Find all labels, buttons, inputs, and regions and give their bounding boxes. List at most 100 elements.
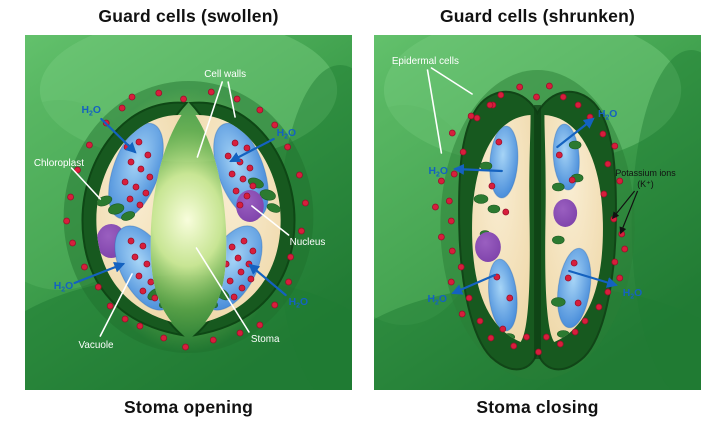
potassium-ion-dot — [67, 193, 74, 201]
potassium-ion-dot — [240, 237, 248, 245]
potassium-ion-dot — [74, 166, 81, 174]
potassium-ions-label-2: (K⁺) — [637, 179, 654, 189]
chloroplast — [552, 182, 565, 192]
guard-cell-right-contents — [551, 123, 592, 338]
potassium-ion-dot — [535, 348, 542, 356]
potassium-ion-dot — [237, 268, 245, 276]
stoma-label: Stoma — [251, 334, 280, 345]
potassium-ion-dot — [126, 195, 134, 203]
water-arrow-out — [453, 163, 503, 175]
potassium-ion-dot — [231, 139, 239, 147]
h2o-label: H2O — [429, 166, 448, 179]
potassium-arrow — [619, 190, 639, 235]
potassium-ion-dot — [438, 233, 445, 241]
right-panel-title: Guard cells (shrunken) — [439, 6, 635, 26]
potassium-ion-dot — [570, 259, 578, 267]
potassium-ion-dot — [143, 260, 151, 268]
potassium-ion-dot — [144, 151, 152, 159]
potassium-ion-dot — [559, 93, 567, 101]
potassium-ion-dot — [465, 294, 473, 302]
potassium-ion-dot — [495, 138, 503, 146]
potassium-ion-dot — [147, 278, 155, 286]
potassium-ion-dot — [127, 158, 135, 166]
potassium-ion-dot — [445, 197, 453, 205]
potassium-ion-dot — [136, 322, 144, 330]
left-panel-diagram: Cell walls Chloroplast Nucleus Vacuole S… — [25, 35, 352, 390]
leader-line — [99, 273, 133, 337]
potassium-ion-dot — [207, 88, 215, 96]
potassium-ion-dot — [135, 138, 143, 146]
vacuole-label: Vacuole — [79, 340, 114, 351]
potassium-ion-dot — [249, 182, 257, 190]
potassium-ion-dot — [487, 334, 495, 342]
right-panel-diagram: Epidermal cells Potassium ions (K⁺) H2O … — [374, 35, 701, 390]
potassium-ion-dot — [296, 171, 303, 179]
chloroplast — [473, 194, 489, 204]
water-arrow-in — [229, 137, 275, 163]
water-arrow-out — [568, 269, 618, 288]
potassium-ion-dot — [224, 152, 232, 160]
potassium-ion-dot — [234, 254, 242, 262]
potassium-ion-dot — [246, 164, 254, 172]
potassium-ion-dot — [486, 101, 494, 109]
vacuole — [552, 123, 580, 191]
chloroplast — [259, 189, 276, 201]
potassium-ion-dot — [127, 237, 135, 245]
potassium-ion-dot — [118, 104, 126, 112]
potassium-ion-dot — [136, 201, 144, 209]
potassium-ion-dot — [459, 148, 467, 156]
potassium-ion-dot — [571, 328, 579, 336]
water-arrow-out — [556, 117, 595, 149]
potassium-ion-dot — [236, 329, 244, 337]
epidermal-cell-blob — [278, 65, 352, 390]
potassium-ion-dot — [621, 245, 629, 253]
potassium-ion-dot — [604, 288, 612, 296]
leader-line — [426, 69, 443, 154]
potassium-ions-label: Potassium ions — [615, 168, 676, 178]
potassium-ion-dot — [271, 301, 279, 309]
potassium-ion-dot — [604, 160, 612, 168]
potassium-ion-dot — [457, 263, 465, 271]
left-panel-caption: Stoma opening — [124, 397, 253, 417]
potassium-ion-dot — [523, 333, 530, 341]
potassium-ion-dot — [458, 310, 466, 318]
water-arrow-in — [73, 262, 126, 285]
potassium-ion-dot — [287, 253, 294, 261]
h2o-label: H2O — [277, 128, 296, 141]
potassium-ion-dot — [599, 130, 607, 138]
potassium-ion-dot — [233, 95, 241, 103]
guard-cell-left-contents — [473, 125, 519, 341]
potassium-ion-dot — [106, 302, 114, 310]
potassium-ion-dot — [256, 321, 264, 329]
h2o-label: H2O — [289, 297, 308, 310]
potassium-ion-dot — [600, 190, 608, 198]
potassium-ion-dot — [243, 192, 251, 200]
leader-line — [195, 247, 250, 333]
potassium-ion-dot — [302, 199, 309, 207]
h2o-label: H2O — [428, 294, 447, 307]
potassium-ion-dot — [568, 176, 576, 184]
h2o-label: H2O — [623, 288, 642, 301]
potassium-ion-dot — [228, 170, 236, 178]
potassium-ion-dot — [564, 274, 572, 282]
potassium-ions-in-vacuole — [222, 139, 257, 301]
leader-line — [430, 67, 473, 95]
potassium-ion-dot — [132, 183, 140, 191]
potassium-ion-dot — [555, 151, 563, 159]
potassium-ion-dot — [574, 101, 582, 109]
leader-line — [251, 205, 290, 236]
potassium-ion-dot — [63, 217, 70, 225]
potassium-ion-dot — [556, 340, 564, 348]
potassium-ion-dot — [135, 272, 143, 280]
chloroplast — [479, 161, 493, 171]
leader-line — [227, 81, 236, 118]
potassium-ion-dot — [131, 253, 139, 261]
potassium-ion-dot — [506, 294, 514, 302]
potassium-ion-dot — [516, 83, 524, 91]
chloroplast — [266, 203, 281, 213]
leader-line — [196, 81, 223, 158]
potassium-ion-dot — [146, 173, 154, 181]
potassium-ion-dot — [595, 303, 603, 311]
potassium-ion-dot — [137, 165, 145, 173]
potassium-ion-dot — [546, 82, 553, 90]
